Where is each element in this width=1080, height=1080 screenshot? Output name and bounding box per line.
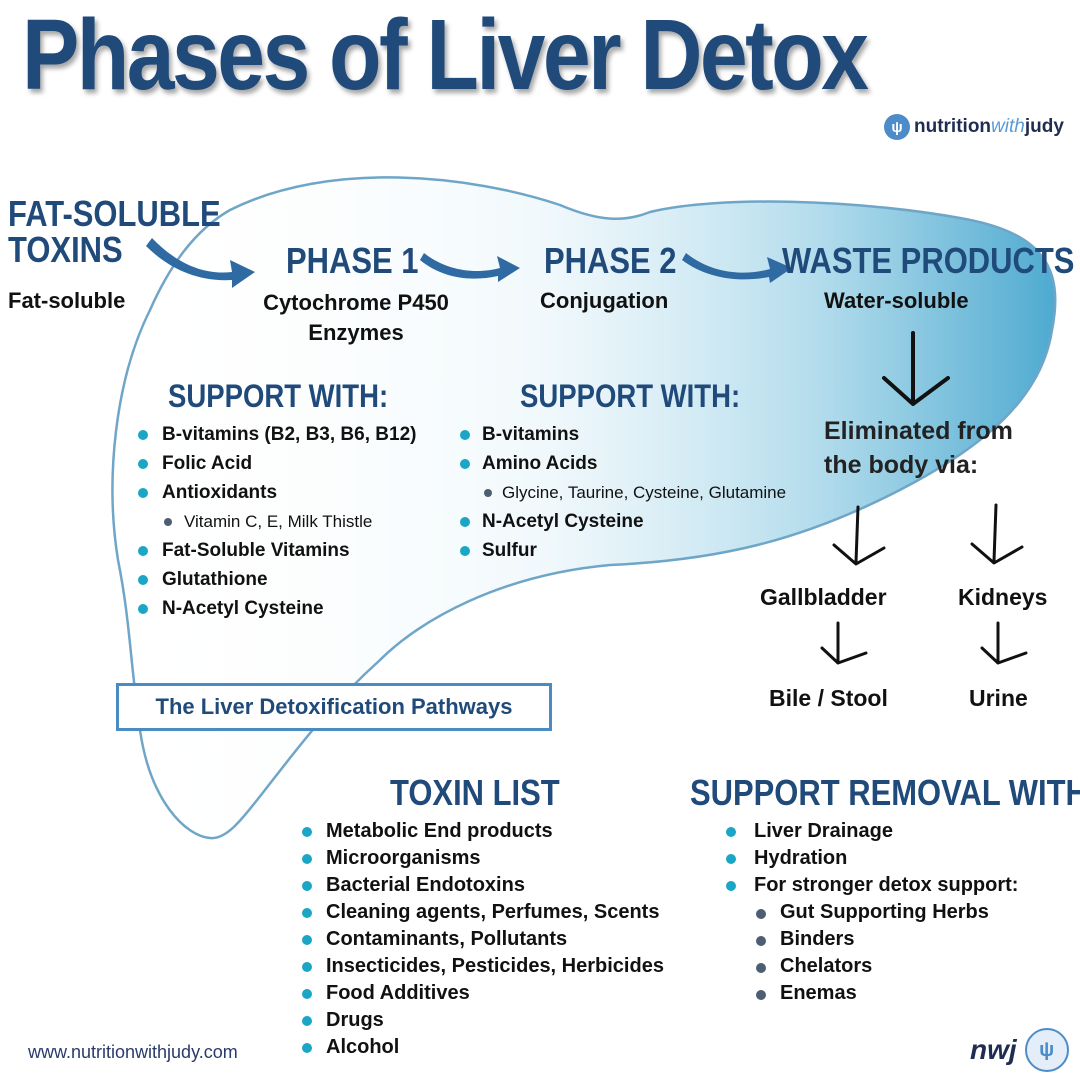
list-item: Contaminants, Pollutants bbox=[302, 926, 664, 953]
list-item: Sulfur bbox=[460, 536, 786, 565]
brand-name: nutritionwithjudy bbox=[914, 116, 1064, 137]
list-item: Drugs bbox=[302, 1007, 664, 1034]
brand-icon-footer: ψ bbox=[1024, 1028, 1069, 1072]
list-item: Glutathione bbox=[138, 565, 416, 594]
footer-brand-mark: nwj ψ bbox=[970, 1028, 1069, 1072]
phase1-subtitle: Cytochrome P450 Enzymes bbox=[263, 290, 449, 345]
support-phase2-heading: SUPPORT WITH: bbox=[520, 378, 741, 414]
flow-arrows bbox=[146, 238, 792, 288]
list-item: N-Acetyl Cysteine bbox=[138, 594, 416, 623]
brand-logo-header: ψ nutritionwithjudy bbox=[884, 112, 1064, 142]
list-item: Bacterial Endotoxins bbox=[302, 872, 664, 899]
organ-kidneys: Kidneys bbox=[958, 584, 1048, 610]
nwj-text: nwj bbox=[970, 1034, 1017, 1065]
list-item: B-vitamins bbox=[460, 420, 786, 449]
list-item: Amino Acids bbox=[460, 449, 786, 478]
phase2-subtitle: Conjugation bbox=[540, 288, 669, 313]
page-title: Phases of Liver Detox bbox=[22, 0, 869, 111]
list-item: Glycine, Taurine, Cysteine, Glutamine bbox=[460, 478, 786, 507]
phase1-title: PHASE 1 bbox=[286, 240, 419, 281]
list-item: Binders bbox=[726, 926, 1018, 953]
list-item: Cleaning agents, Perfumes, Scents bbox=[302, 899, 664, 926]
list-item: Insecticides, Pesticides, Herbicides bbox=[302, 953, 664, 980]
list-item: Microorganisms bbox=[302, 845, 664, 872]
phase2-title: PHASE 2 bbox=[544, 240, 677, 281]
list-item: Gut Supporting Herbs bbox=[726, 899, 1018, 926]
list-item: Food Additives bbox=[302, 980, 664, 1007]
pathways-label: The Liver Detoxification Pathways bbox=[116, 683, 552, 731]
down-arrows bbox=[820, 331, 1028, 665]
website-link[interactable]: www.nutritionwithjudy.com bbox=[28, 1042, 238, 1062]
list-item: Folic Acid bbox=[138, 449, 416, 478]
list-item: Vitamin C, E, Milk Thistle bbox=[138, 507, 416, 536]
elimination-text: Eliminated from the body via: bbox=[824, 417, 1013, 479]
output-urine: Urine bbox=[969, 685, 1028, 711]
list-item: Hydration bbox=[726, 845, 1018, 872]
list-item: Metabolic End products bbox=[302, 818, 664, 845]
list-item: For stronger detox support: bbox=[726, 872, 1018, 899]
list-item: Enemas bbox=[726, 980, 1018, 1007]
start-title: FAT-SOLUBLE TOXINS bbox=[8, 193, 221, 270]
support-phase1-heading: SUPPORT WITH: bbox=[168, 378, 389, 414]
liver-shape bbox=[111, 176, 1057, 840]
list-item: N-Acetyl Cysteine bbox=[460, 507, 786, 536]
toxin-list-heading: TOXIN LIST bbox=[390, 772, 560, 813]
list-item: Alcohol bbox=[302, 1034, 664, 1061]
list-item: B-vitamins (B2, B3, B6, B12) bbox=[138, 420, 416, 449]
list-item: Fat-Soluble Vitamins bbox=[138, 536, 416, 565]
output-bile-stool: Bile / Stool bbox=[769, 685, 888, 711]
organ-gallbladder: Gallbladder bbox=[760, 584, 887, 610]
list-item: Liver Drainage bbox=[726, 818, 1018, 845]
list-item: Antioxidants bbox=[138, 478, 416, 507]
brand-icon: ψ bbox=[884, 114, 910, 140]
list-item: Chelators bbox=[726, 953, 1018, 980]
support-removal-heading: SUPPORT REMOVAL WITH: bbox=[690, 772, 1080, 813]
waste-title: WASTE PRODUCTS bbox=[782, 240, 1075, 281]
start-subtitle: Fat-soluble bbox=[8, 288, 126, 313]
waste-subtitle: Water-soluble bbox=[824, 288, 969, 313]
